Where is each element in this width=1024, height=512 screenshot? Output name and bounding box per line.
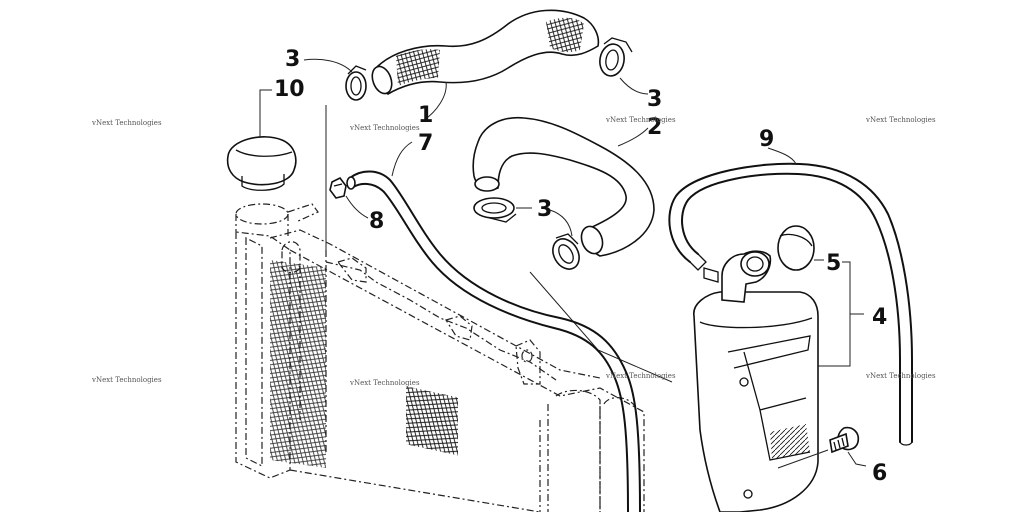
callout-2: 2 (647, 115, 662, 140)
callout-9: 9 (759, 127, 774, 152)
callout-8: 8 (369, 209, 384, 234)
leader-10 (259, 89, 272, 138)
radiator-cap (226, 136, 297, 191)
callout-10: 10 (274, 77, 305, 102)
upper-hose (371, 9, 600, 95)
coolant-reservoir (693, 250, 819, 512)
leader-1 (423, 81, 447, 121)
radiator-outline (235, 203, 645, 512)
watermark: vNext Technologies (349, 124, 420, 132)
callout-3-top-right: 3 (647, 87, 662, 112)
watermark: vNext Technologies (605, 372, 676, 380)
callout-4: 4 (872, 305, 887, 330)
lower-hose (472, 116, 655, 257)
leader-3b (619, 77, 649, 95)
leader-3d (549, 209, 573, 237)
radiator-core-mesh (270, 259, 326, 468)
leader-4-bracket (816, 261, 864, 367)
callout-3-center: 3 (537, 197, 552, 222)
leader-2 (617, 127, 649, 147)
watermark: vNext Technologies (865, 372, 936, 380)
mounting-bolt (777, 426, 860, 469)
leader-8 (345, 195, 369, 219)
hose-clamp-b (599, 37, 633, 77)
callout-1: 1 (418, 103, 433, 128)
leader-6 (847, 451, 867, 467)
hose-clamp-a (345, 65, 367, 101)
watermark: vNext Technologies (605, 116, 676, 124)
leader-3a (303, 58, 353, 73)
watermark: vNext Technologies (91, 376, 162, 384)
watermark: vNext Technologies (349, 379, 420, 387)
watermark: vNext Technologies (91, 119, 162, 127)
reservoir-cap (777, 225, 815, 271)
callout-7: 7 (418, 131, 433, 156)
hose-clamp-d (552, 233, 580, 270)
overflow-hose (346, 170, 641, 512)
watermarks: vNext Technologies vNext Technologies vN… (91, 116, 936, 387)
small-hose-clamp (329, 176, 347, 199)
hose-clamp-c (473, 197, 517, 223)
callout-6: 6 (872, 461, 887, 486)
reservoir-vent-hose (668, 147, 913, 446)
leader-7 (391, 141, 413, 177)
watermark: vNext Technologies (865, 116, 936, 124)
callout-3-top-left: 3 (285, 47, 300, 72)
callout-5: 5 (826, 251, 841, 276)
radiator-core-patch (406, 386, 458, 456)
